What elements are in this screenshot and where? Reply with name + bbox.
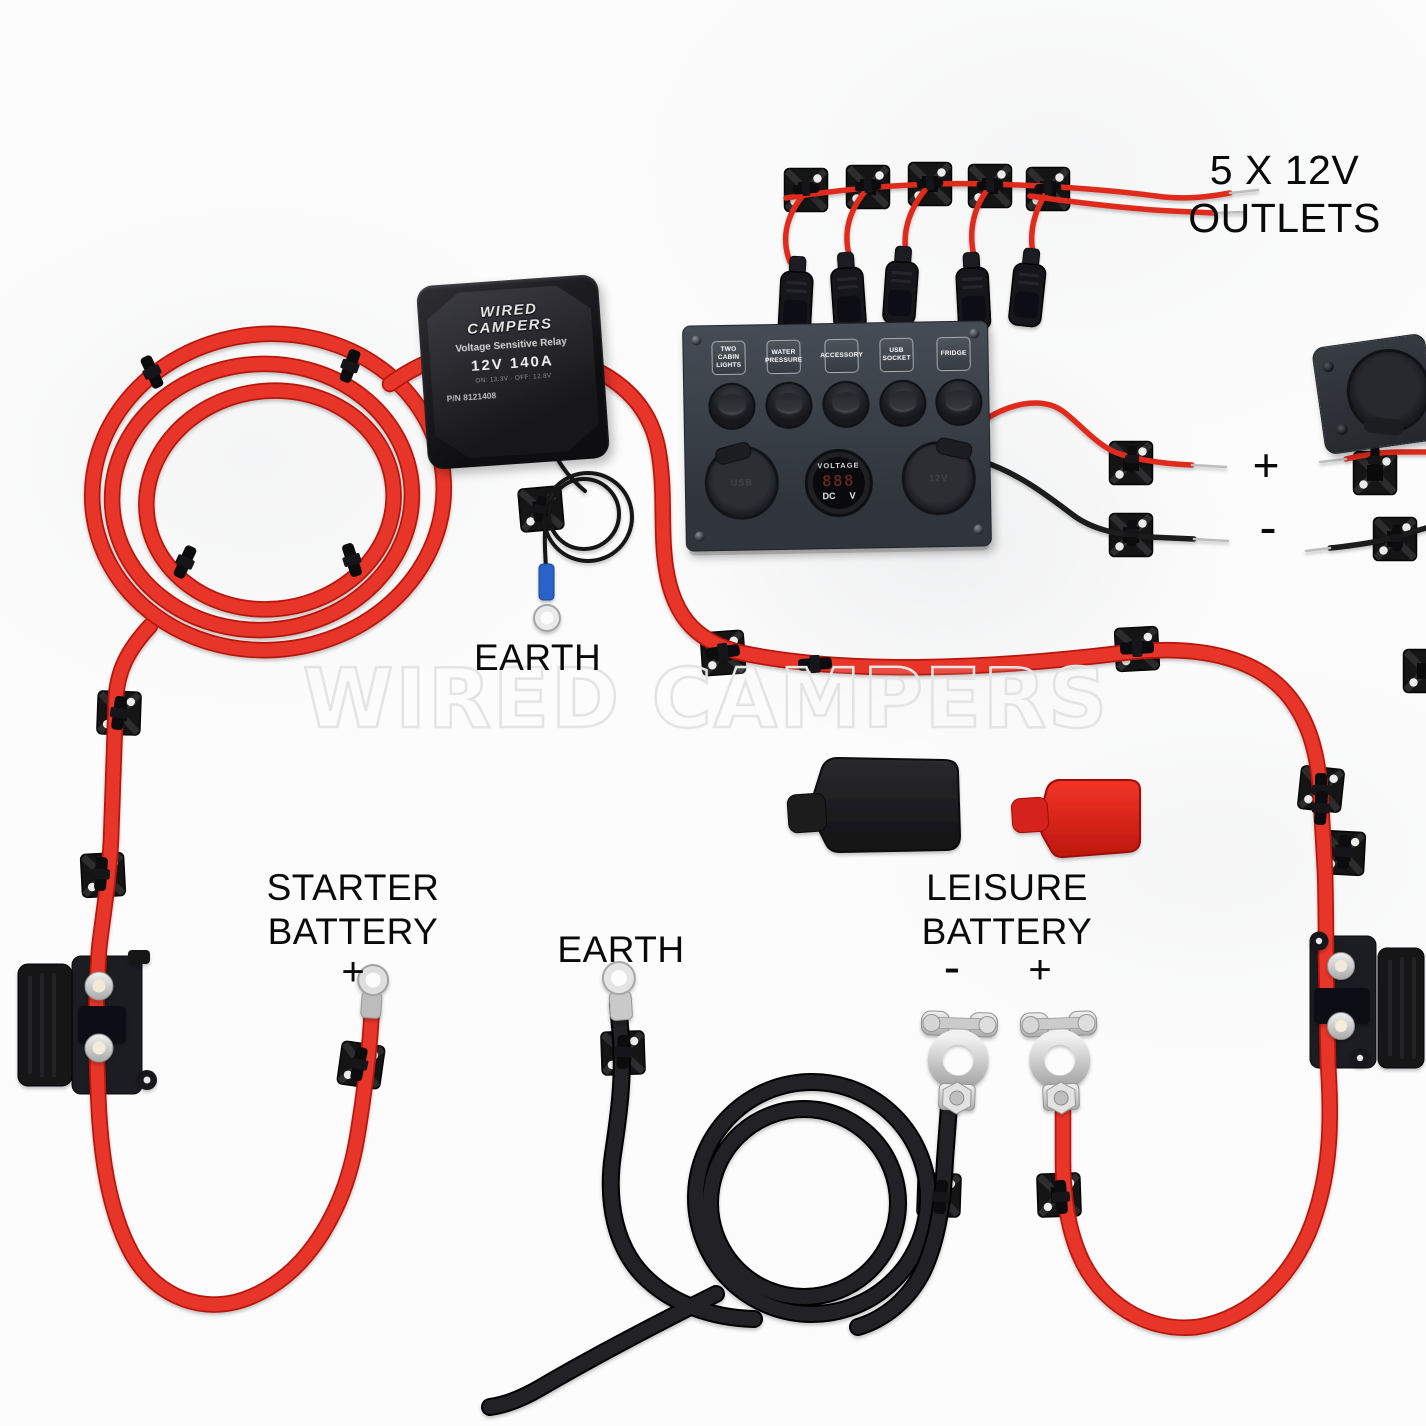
- switch-label-usb-socket: USB SOCKET: [879, 337, 914, 373]
- voltmeter-v-label: V: [849, 490, 856, 501]
- rocker-switch[interactable]: [879, 379, 927, 428]
- outlet-wire-arc: [782, 189, 809, 265]
- leisure-plus-label: +: [1028, 948, 1052, 992]
- watermark: WIRED CAMPERS: [302, 651, 1110, 749]
- relay-earth-wire-coil: [547, 477, 621, 551]
- socket-cover[interactable]: [1362, 416, 1405, 437]
- socket-screw-hole: [1322, 360, 1335, 373]
- 12v-socket-cover[interactable]: [934, 436, 974, 461]
- starter-battery-line2: BATTERY: [267, 910, 439, 952]
- earth-label-top: EARTH: [474, 637, 602, 678]
- inline-fuse-holder: [828, 250, 868, 333]
- outlet-wire-arc: [969, 183, 993, 259]
- leisure-fuse-holder: [1309, 931, 1425, 1069]
- earth-ring-terminal: [601, 961, 636, 1021]
- relay-face: WIRED CAMPERS Voltage Sensitive Relay 12…: [425, 283, 600, 460]
- single-12v-socket: [1311, 332, 1426, 456]
- voltmeter-title: VOLTAGE: [817, 460, 860, 471]
- cable-mount: [1404, 650, 1426, 693]
- socket-screw-hole: [1335, 423, 1349, 436]
- red-terminal-cover-nozzle: [1010, 796, 1050, 834]
- rocker-switch[interactable]: [708, 382, 756, 431]
- bare-wire-tip: [1228, 188, 1260, 195]
- switch-label-accessory: ACCESSORY: [820, 338, 863, 374]
- red-terminal-cover: [1038, 779, 1141, 859]
- earth-cable-coil: [703, 1102, 905, 1304]
- outlets-label-line2: OUTLETS: [1188, 195, 1381, 242]
- earth-label-bottom: EARTH: [557, 929, 685, 970]
- relay-brand: WIRED CAMPERS: [466, 300, 554, 338]
- panel-screw: [694, 531, 705, 542]
- rocker-switch[interactable]: [935, 378, 983, 427]
- outlets-label-line1: 5 X 12V: [1209, 147, 1360, 193]
- outlet-minus-label: -: [1259, 499, 1277, 557]
- relay-part-number: P/N 8121408: [446, 390, 497, 404]
- parts-layer: [17, 244, 1425, 1116]
- bare-wire-tip: [1192, 537, 1230, 543]
- rocker-switch[interactable]: [822, 380, 870, 429]
- bare-wire-tip: [1212, 210, 1246, 215]
- panel-screw: [691, 335, 702, 346]
- inline-fuse-holder: [881, 244, 921, 327]
- starter-ring-terminal: [357, 964, 390, 1019]
- panel-negative-pigtail: [981, 459, 1197, 542]
- leisure-minus-label: -: [943, 939, 961, 995]
- black-terminal-cover-nozzle: [786, 792, 828, 834]
- earth-cable-coil: [689, 1075, 935, 1321]
- panel-positive-pigtail: [981, 400, 1195, 468]
- bare-wire-tip: [1304, 546, 1332, 553]
- leisure-battery-line2: BATTERY: [921, 910, 1093, 952]
- voltmeter-dc-label: DC: [822, 491, 836, 502]
- black-terminal-cover: [810, 756, 962, 854]
- outlet-wire-arc: [844, 185, 871, 261]
- rocker-switch[interactable]: [765, 381, 813, 430]
- 12v-socket-label: 12V: [929, 473, 949, 484]
- relay-earth-blue-terminal: [533, 563, 561, 632]
- leisure-battery-line1: LEISURE: [926, 867, 1088, 908]
- leisure-battery-label: LEISURE BATTERY: [912, 866, 1102, 953]
- panel-screw: [973, 524, 984, 535]
- relay-to-leisure-feed-cable: [551, 349, 1337, 1335]
- usb-socket-label: USB: [730, 477, 753, 488]
- red-cable-coil: [105, 357, 419, 637]
- negative-battery-clamp: [918, 1011, 998, 1116]
- starter-battery-line1: STARTER: [266, 867, 440, 908]
- starter-plus-label: +: [341, 950, 365, 994]
- starter-fuse-holder: [17, 950, 157, 1090]
- switch-label-water-pressure: WATER PRESSURE: [765, 339, 802, 375]
- outlet-plus-label: +: [1252, 439, 1280, 491]
- bare-wire-tip: [1318, 457, 1348, 464]
- socket-negative-pigtail: [1327, 525, 1426, 551]
- outlet-wire-run: [1027, 193, 1217, 216]
- usb-socket[interactable]: USB: [704, 440, 780, 521]
- panel-screw: [969, 328, 980, 339]
- positive-battery-clamp: [1020, 1011, 1100, 1116]
- switch-panel: TWO CABIN LIGHTS WATER PRESSURE ACCESSOR…: [682, 320, 992, 552]
- relay-earth-wire: [542, 516, 548, 570]
- starter-battery-label: STARTER BATTERY: [258, 866, 448, 953]
- outlet-wire-arc: [902, 181, 933, 255]
- voltmeter: VOLTAGE 888 DC V: [804, 448, 874, 518]
- voltmeter-reading: 888: [822, 471, 856, 491]
- outlets-label: 5 X 12V OUTLETS: [1172, 146, 1397, 243]
- usb-socket-cover[interactable]: [713, 440, 753, 467]
- inline-fuse-holder: [953, 251, 993, 333]
- switch-label-fridge: FRIDGE: [936, 336, 971, 372]
- red-cable-coil: [139, 384, 401, 616]
- red-cable-coil: [85, 327, 451, 657]
- earth-cable-tail: [483, 1287, 723, 1414]
- relay-earth-wire-coil: [542, 471, 634, 563]
- 12v-socket[interactable]: 12V: [901, 436, 977, 516]
- bare-wire-tip: [1190, 463, 1228, 469]
- inline-fuse-holder: [1006, 246, 1050, 329]
- switch-label-two-cabin-lights: TWO CABIN LIGHTS: [711, 340, 746, 376]
- voltage-sensitive-relay: WIRED CAMPERS Voltage Sensitive Relay 12…: [415, 273, 611, 471]
